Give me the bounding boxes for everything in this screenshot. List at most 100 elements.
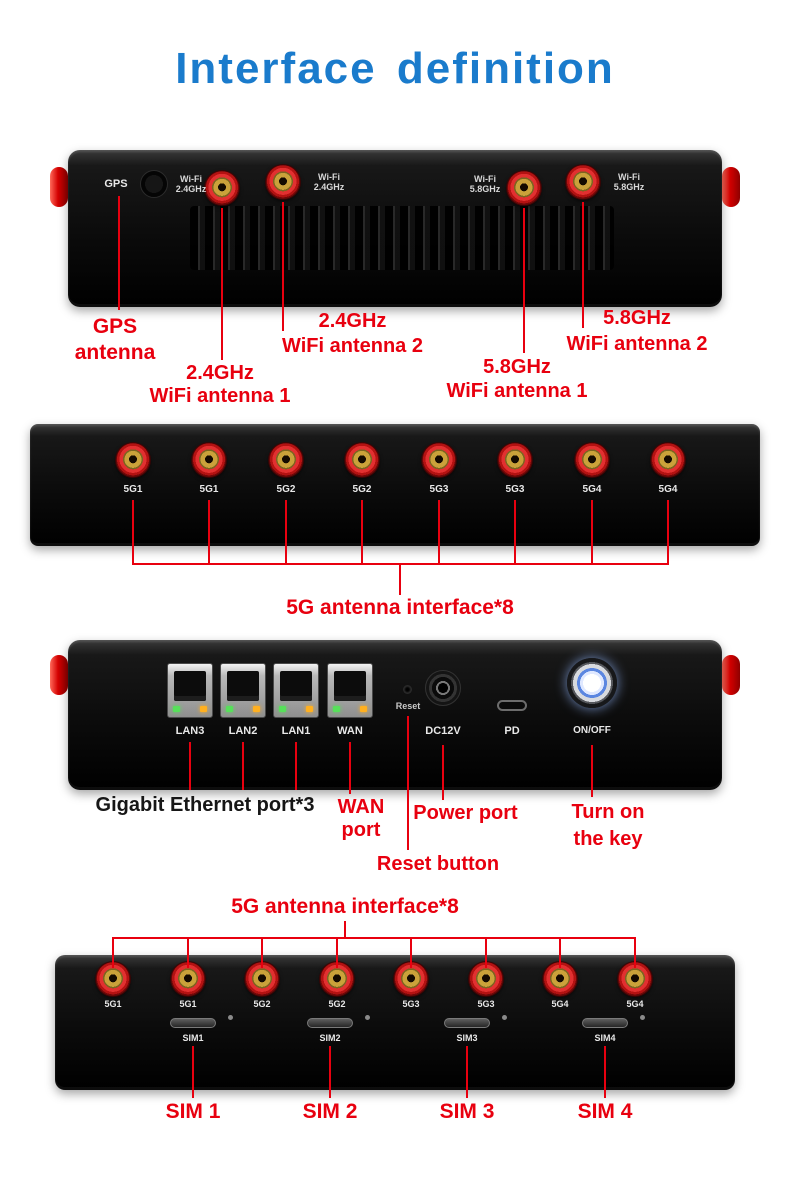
callout-line bbox=[634, 938, 636, 968]
sim-eject-pinhole-icon bbox=[640, 1015, 645, 1020]
5g-antenna-connector-icon bbox=[269, 443, 303, 477]
wifi-port-label: Wi-Fi 2.4GHz bbox=[168, 174, 214, 194]
5g-antenna-interface-callout: 5G antenna interface*8 bbox=[286, 596, 514, 619]
lan3-label: LAN3 bbox=[175, 725, 205, 737]
rj45-socket-icon bbox=[227, 671, 259, 701]
callout-line bbox=[514, 500, 516, 565]
callout-line bbox=[349, 742, 351, 794]
sim4-callout: SIM 4 bbox=[577, 1100, 633, 1123]
callout-line2: the key bbox=[573, 828, 643, 850]
wifi-port-label-line2: 2.4GHz bbox=[175, 184, 207, 194]
pd-label: PD bbox=[504, 725, 520, 737]
sim-slot-label: SIM2 bbox=[319, 1033, 341, 1043]
5g-port-label: 5G2 bbox=[328, 999, 346, 1009]
5g-port-label: 5G4 bbox=[658, 484, 678, 495]
link-led-icon bbox=[226, 706, 233, 712]
callout-line bbox=[336, 938, 338, 968]
5g-port-label: 5G4 bbox=[551, 999, 569, 1009]
wifi24-antenna2-callout: 2.4GHz WiFi antenna 2 bbox=[265, 309, 440, 359]
wifi-port-label-line2: 2.4GHz bbox=[313, 182, 345, 192]
wifi-port-label: Wi-Fi 2.4GHz bbox=[306, 172, 352, 192]
callout-line bbox=[410, 938, 412, 968]
wifi-antenna-connector-icon bbox=[566, 165, 600, 199]
5g-port-label: 5G1 bbox=[199, 484, 219, 495]
wifi-port-label: Wi-Fi 5.8GHz bbox=[606, 172, 652, 192]
callout-line bbox=[667, 500, 669, 565]
callout-line bbox=[118, 196, 120, 310]
wifi-antenna-connector-icon bbox=[266, 165, 300, 199]
callout-line bbox=[132, 563, 669, 565]
5g-port-label: 5G4 bbox=[582, 484, 602, 495]
callout-line1: 2.4GHz bbox=[186, 362, 254, 384]
reset-pinhole-icon bbox=[404, 686, 411, 693]
callout-line2: WiFi antenna 2 bbox=[282, 335, 423, 357]
callout-line bbox=[261, 938, 263, 968]
callout-line bbox=[189, 742, 191, 790]
callout-line bbox=[591, 500, 593, 565]
ethernet-port-lan3 bbox=[167, 663, 213, 718]
5g-antenna-connector-icon bbox=[575, 443, 609, 477]
sim-eject-pinhole-icon bbox=[502, 1015, 507, 1020]
lan1-label: LAN1 bbox=[281, 725, 311, 737]
5g-antenna-connector-icon bbox=[498, 443, 532, 477]
callout-line1: GPS bbox=[92, 315, 138, 338]
callout-line bbox=[407, 716, 409, 850]
callout-line1: 2.4GHz bbox=[318, 310, 387, 332]
callout-line bbox=[399, 565, 401, 595]
callout-line1: WAN bbox=[337, 796, 385, 818]
lan2-label: LAN2 bbox=[228, 725, 258, 737]
callout-line bbox=[112, 938, 114, 968]
wifi-port-label-line1: Wi-Fi bbox=[180, 174, 202, 184]
callout-line1: Turn on bbox=[571, 801, 645, 823]
sim1-callout: SIM 1 bbox=[165, 1100, 221, 1123]
page-title: Interface definition bbox=[175, 44, 615, 93]
ethernet-port-lan2 bbox=[220, 663, 266, 718]
sim-slot-label: SIM1 bbox=[182, 1033, 204, 1043]
callout-line bbox=[591, 745, 593, 797]
wifi-antenna-connector-icon bbox=[205, 171, 239, 205]
rj45-socket-icon bbox=[174, 671, 206, 701]
antenna-stub-left-icon bbox=[50, 167, 68, 207]
antenna-stub-right-icon bbox=[722, 655, 740, 695]
callout-line bbox=[466, 1046, 468, 1098]
callout-line2: WiFi antenna 2 bbox=[566, 333, 708, 355]
callout-line bbox=[282, 202, 284, 331]
callout-line bbox=[285, 500, 287, 565]
callout-line bbox=[442, 745, 444, 800]
turn-on-key-callout: Turn on the key bbox=[560, 799, 656, 853]
gps-antenna-mount-icon bbox=[140, 170, 168, 198]
usb-c-pd-port-icon bbox=[497, 700, 527, 711]
wifi58-antenna1-callout: 5.8GHz WiFi antenna 1 bbox=[427, 355, 607, 403]
wifi-port-label-line2: 5.8GHz bbox=[613, 182, 645, 192]
antenna-stub-right-icon bbox=[722, 167, 740, 207]
wifi-antenna-connector-icon bbox=[507, 171, 541, 205]
link-led-icon bbox=[173, 706, 180, 712]
dc-power-jack-icon bbox=[425, 670, 461, 706]
wifi58-antenna2-callout: 5.8GHz WiFi antenna 2 bbox=[552, 305, 722, 357]
sim-slot-label: SIM4 bbox=[594, 1033, 616, 1043]
5g-antenna-connector-icon bbox=[651, 443, 685, 477]
sim4-slot bbox=[582, 1018, 628, 1028]
router-antenna-panel bbox=[30, 424, 760, 546]
callout-line bbox=[344, 921, 346, 938]
power-port-callout: Power port bbox=[413, 802, 518, 824]
sim3-callout: SIM 3 bbox=[439, 1100, 495, 1123]
5g-port-label: 5G2 bbox=[253, 999, 271, 1009]
callout-line2: antenna bbox=[74, 341, 156, 364]
5g-port-label: 5G1 bbox=[104, 999, 122, 1009]
5g-port-label: 5G3 bbox=[402, 999, 420, 1009]
callout-line2: port bbox=[341, 819, 381, 841]
ethernet-port-lan1 bbox=[273, 663, 319, 718]
sim-eject-pinhole-icon bbox=[228, 1015, 233, 1020]
callout-line bbox=[523, 208, 525, 353]
antenna-stub-left-icon bbox=[50, 655, 68, 695]
5g-port-label: 5G3 bbox=[477, 999, 495, 1009]
callout-line bbox=[242, 742, 244, 790]
callout-line bbox=[438, 500, 440, 565]
sim2-slot bbox=[307, 1018, 353, 1028]
callout-line bbox=[187, 938, 189, 968]
wifi-port-label-line1: Wi-Fi bbox=[318, 172, 340, 182]
reset-label: Reset bbox=[395, 701, 421, 711]
dc12v-label: DC12V bbox=[425, 725, 461, 737]
rj45-socket-icon bbox=[280, 671, 312, 701]
